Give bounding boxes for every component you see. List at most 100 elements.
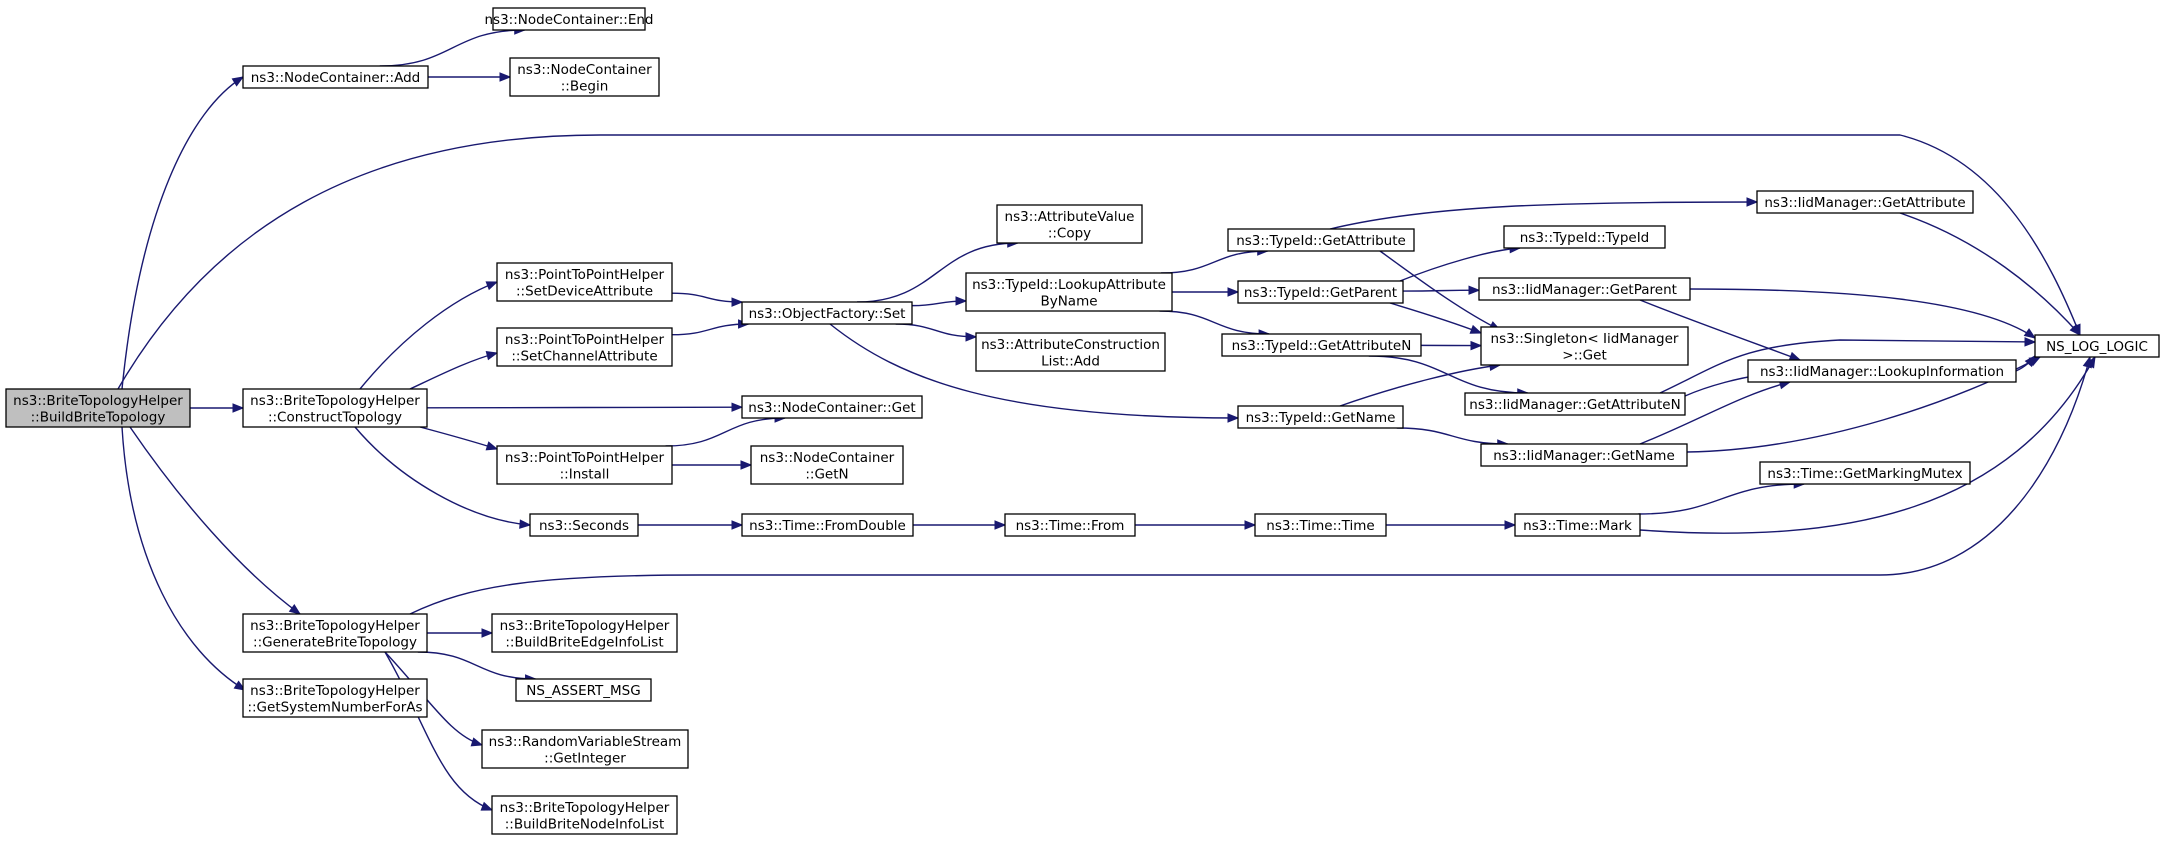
edge-iid-get-attribute-to-ns-log-logic	[1899, 212, 2081, 337]
node-typeid-get-name[interactable]: ns3::TypeId::GetName	[1237, 405, 1404, 429]
edge-construct-topology-to-p2p-install	[419, 426, 499, 451]
edge-line	[1402, 289, 1480, 292]
node-label: ns3::NodeContainer::Add	[251, 70, 420, 86]
node-label: NS_LOG_LOGIC	[2046, 339, 2148, 355]
node-label: ns3::PointToPointHelper	[505, 267, 665, 283]
node-generate-brite-topology[interactable]: ns3::BriteTopologyHelper::GenerateBriteT…	[242, 613, 428, 653]
node-box	[496, 327, 673, 367]
node-box	[5, 388, 191, 428]
node-box	[965, 272, 1173, 312]
node-iid-get-name[interactable]: ns3::IidManager::GetName	[1480, 443, 1688, 467]
arrowhead	[1227, 413, 1240, 423]
node-node-container-getn[interactable]: ns3::NodeContainer::GetN	[750, 445, 904, 485]
node-typeid-get-attribute[interactable]: ns3::TypeId::GetAttribute	[1227, 228, 1415, 252]
node-p2p-set-channel-attribute[interactable]: ns3::PointToPointHelper::SetChannelAttri…	[496, 327, 673, 367]
node-node-container-end[interactable]: ns3::NodeContainer::End	[485, 7, 654, 31]
node-label: ns3::IidManager::GetName	[1493, 448, 1675, 464]
arrowhead	[1504, 520, 1517, 530]
node-ns-log-logic[interactable]: NS_LOG_LOGIC	[2034, 334, 2160, 358]
edge-line	[384, 651, 483, 746]
node-object-factory-set[interactable]: ns3::ObjectFactory::Set	[741, 301, 913, 325]
node-time-time[interactable]: ns3::Time::Time	[1254, 513, 1387, 537]
edge-typeid-get-parent-to-typeid-typeid	[1399, 243, 1522, 282]
node-label: ns3::Time::Time	[1266, 518, 1374, 534]
node-label: ns3::Seconds	[539, 518, 629, 534]
node-box	[1227, 228, 1415, 252]
edge-iid-get-parent-to-ns-log-logic	[1689, 288, 2037, 339]
node-label: ns3::TypeId::GetAttribute	[1236, 233, 1406, 249]
edge-build-brite-topology-to-get-system-number-for-as	[121, 426, 247, 691]
edge-p2p-set-device-attribute-to-object-factory-set	[671, 292, 744, 307]
node-box	[491, 613, 678, 653]
node-label: NS_ASSERT_MSG	[526, 683, 640, 699]
edge-construct-topology-to-node-container-get	[426, 402, 744, 412]
node-time-from[interactable]: ns3::Time::From	[1004, 513, 1136, 537]
edge-line	[1389, 302, 1482, 334]
node-typeid-typeid[interactable]: ns3::TypeId::TypeId	[1503, 225, 1666, 249]
edge-typeid-get-attribute-to-iid-get-attribute	[1329, 197, 1759, 230]
node-build-brite-edge-info-list[interactable]: ns3::BriteTopologyHelper::BuildBriteEdge…	[491, 613, 678, 653]
edge-line	[1639, 356, 2096, 534]
arrowhead	[485, 281, 499, 291]
edge-generate-brite-topology-to-ns-assert-msg	[417, 651, 537, 684]
edge-line	[359, 281, 498, 390]
edge-time-from-double-to-time-from	[913, 520, 1007, 530]
node-iid-get-parent[interactable]: ns3::IidManager::GetParent	[1478, 277, 1691, 301]
node-label: ns3::TypeId::GetName	[1246, 410, 1396, 426]
edge-iid-get-attribute-n-to-ns-log-logic	[1659, 337, 2037, 394]
node-typeid-get-parent[interactable]: ns3::TypeId::GetParent	[1237, 280, 1404, 304]
node-label: ns3::NodeContainer	[517, 62, 652, 78]
edge-line	[354, 426, 531, 526]
arrowhead	[1468, 285, 1481, 295]
node-time-get-marking-mutex[interactable]: ns3::Time::GetMarkingMutex	[1759, 461, 1971, 485]
node-ns-assert-msg[interactable]: NS_ASSERT_MSG	[515, 678, 652, 702]
node-construct-topology[interactable]: ns3::BriteTopologyHelper::ConstructTopol…	[242, 388, 428, 428]
node-label: ns3::BriteTopologyHelper	[500, 618, 670, 634]
node-iid-get-attribute-n[interactable]: ns3::IidManager::GetAttributeN	[1464, 392, 1686, 416]
edge-line	[1638, 483, 1805, 515]
node-node-container-begin[interactable]: ns3::NodeContainer::Begin	[509, 57, 660, 97]
edge-typeid-get-parent-to-singleton-get	[1389, 302, 1483, 334]
node-iid-get-attribute[interactable]: ns3::IidManager::GetAttribute	[1756, 190, 1974, 214]
node-time-mark[interactable]: ns3::Time::Mark	[1514, 513, 1641, 537]
node-node-container-get[interactable]: ns3::NodeContainer::Get	[741, 395, 923, 419]
node-build-brite-topology[interactable]: ns3::BriteTopologyHelper::BuildBriteTopo…	[5, 388, 191, 428]
node-singleton-get[interactable]: ns3::Singleton< IidManager>::Get	[1480, 326, 1689, 366]
node-p2p-install[interactable]: ns3::PointToPointHelper::Install	[496, 445, 673, 485]
node-iid-lookup-information[interactable]: ns3::IidManager::LookupInformation	[1747, 359, 2017, 383]
edge-time-from-to-time-time	[1135, 520, 1257, 530]
edge-build-brite-topology-to-generate-brite-topology	[129, 426, 302, 615]
edge-time-mark-to-ns-log-logic	[1639, 355, 2096, 534]
node-box	[491, 795, 678, 835]
edge-line	[1639, 381, 1791, 445]
edge-line	[384, 651, 493, 811]
node-p2p-set-device-attribute[interactable]: ns3::PointToPointHelper::SetDeviceAttrib…	[496, 262, 673, 302]
node-box	[1514, 513, 1641, 537]
node-box	[529, 513, 639, 537]
node-label: ns3::Time::FromDouble	[749, 518, 906, 534]
node-random-variable-stream-get-integer[interactable]: ns3::RandomVariableStream::GetInteger	[481, 729, 689, 769]
node-time-from-double[interactable]: ns3::Time::FromDouble	[741, 513, 914, 537]
node-label: ns3::TypeId::GetParent	[1244, 285, 1397, 301]
node-typeid-get-attribute-n[interactable]: ns3::TypeId::GetAttributeN	[1221, 333, 1422, 357]
node-label: ns3::Time::Mark	[1523, 518, 1632, 534]
node-build-brite-node-info-list[interactable]: ns3::BriteTopologyHelper::BuildBriteNode…	[491, 795, 678, 835]
edge-line	[1659, 339, 2036, 394]
node-node-container-add[interactable]: ns3::NodeContainer::Add	[242, 65, 429, 89]
node-box	[1747, 359, 2017, 383]
edge-node-container-add-to-node-container-begin	[427, 72, 512, 82]
node-seconds[interactable]: ns3::Seconds	[529, 513, 639, 537]
node-label: ns3::AttributeConstruction	[981, 337, 1160, 353]
edge-line	[409, 352, 498, 390]
edge-typeid-lookup-attribute-by-name-to-typeid-get-parent	[1172, 287, 1240, 297]
node-label: ns3::IidManager::GetAttributeN	[1469, 397, 1680, 413]
arrowhead	[740, 460, 753, 470]
node-label: >::Get	[1562, 347, 1606, 363]
edge-object-factory-set-to-typeid-lookup-attribute-by-name	[911, 296, 968, 307]
node-get-system-number-for-as[interactable]: ns3::BriteTopologyHelper::GetSystemNumbe…	[242, 678, 428, 718]
node-box	[1480, 443, 1688, 467]
arrowhead	[231, 76, 245, 87]
node-attribute-value-copy[interactable]: ns3::AttributeValue::Copy	[996, 204, 1143, 244]
